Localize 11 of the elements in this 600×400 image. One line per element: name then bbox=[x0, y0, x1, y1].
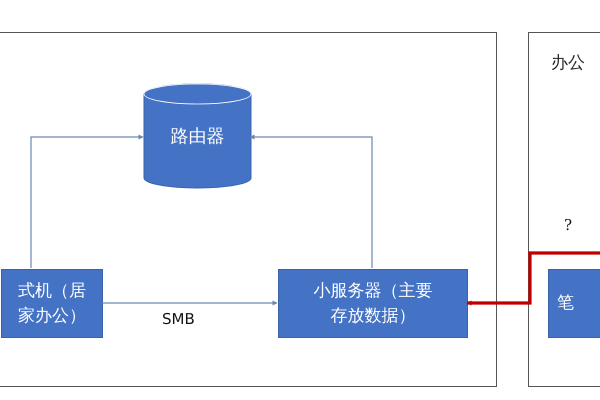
process-box: 笔 bbox=[548, 269, 600, 338]
group-frame bbox=[528, 32, 600, 387]
group-frame bbox=[0, 32, 497, 387]
arrow bbox=[102, 300, 278, 306]
arrow bbox=[250, 134, 373, 268]
router-cylinder: 路由器 bbox=[144, 84, 251, 188]
arrow bbox=[30, 134, 144, 268]
process-box: 式机（居家办公） bbox=[1, 269, 103, 338]
process-box: 小服务器（主要存放数据） bbox=[278, 269, 468, 338]
frame-heading: 办公 bbox=[551, 52, 585, 74]
arrow bbox=[466, 251, 600, 306]
